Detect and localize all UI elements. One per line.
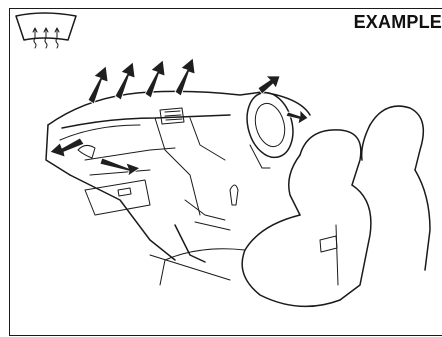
side-vent-arrow-right (286, 110, 308, 124)
defrost-arrow-4 (175, 58, 195, 96)
center-console (150, 185, 238, 280)
side-vent-arrow-left (50, 138, 84, 157)
front-seats (160, 106, 430, 306)
dashboard-outline (46, 91, 310, 260)
windshield-defrost-icon (16, 13, 76, 48)
side-vent-arrow-right-top (258, 76, 280, 94)
